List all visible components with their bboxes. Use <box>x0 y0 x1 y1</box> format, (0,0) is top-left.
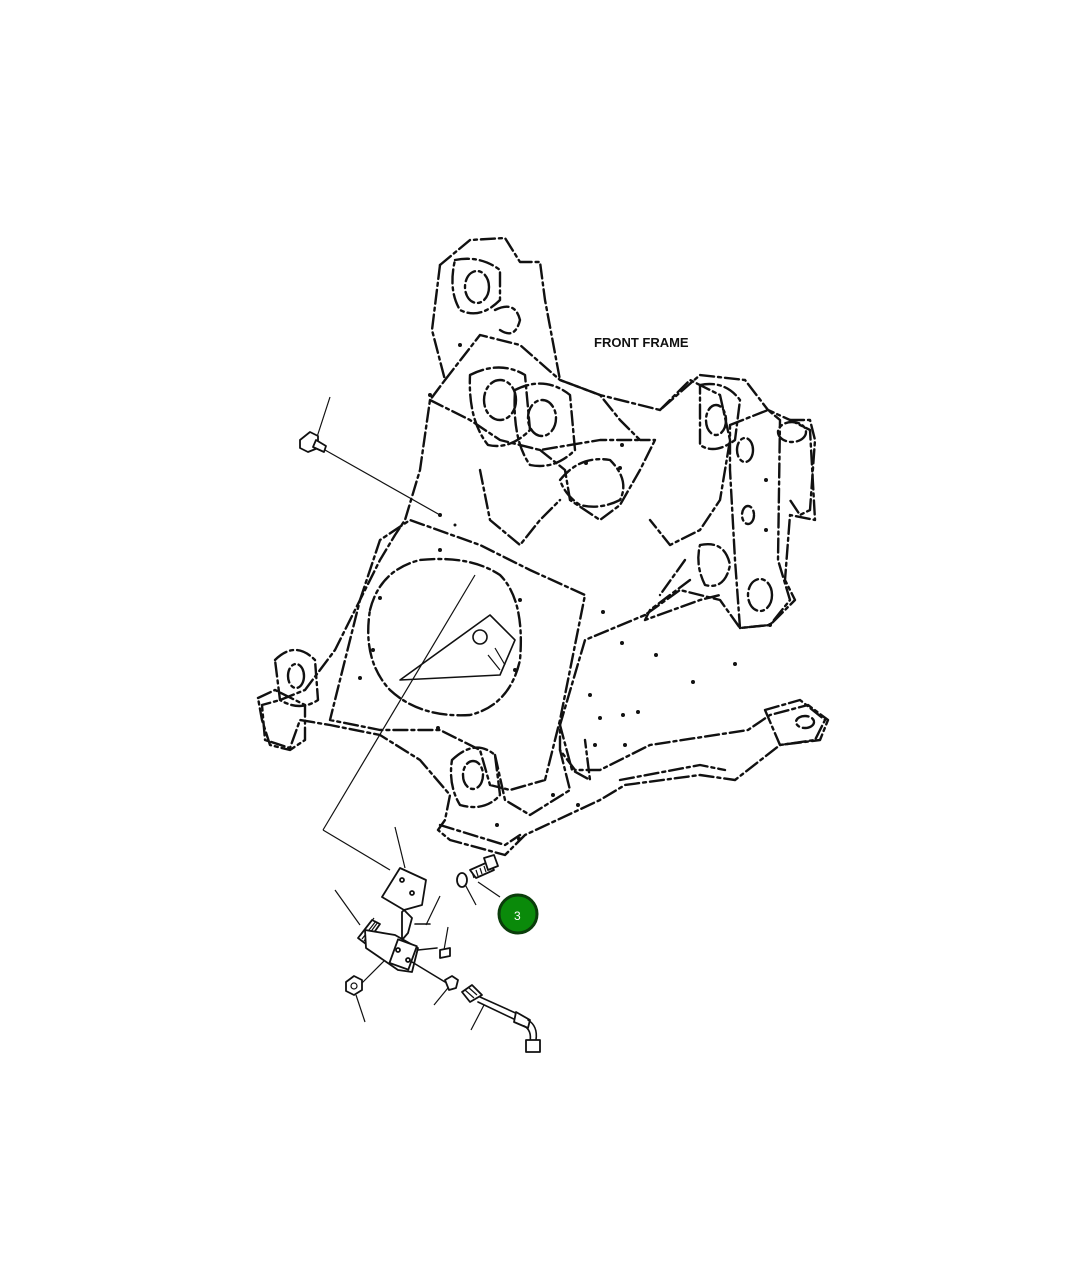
callout-3[interactable]: 3 <box>497 893 539 935</box>
callout-3-circle[interactable] <box>497 893 539 935</box>
hose-assembly <box>461 984 541 1053</box>
solenoid-valve <box>357 917 438 973</box>
fitting <box>411 961 459 991</box>
mounting-bracket <box>381 867 431 941</box>
hex-nut <box>345 975 363 996</box>
callout-3-label[interactable]: 3 <box>514 909 521 923</box>
bolt-part-3 <box>469 854 499 879</box>
front-frame-label: FRONT FRAME <box>594 335 689 350</box>
washer-nut <box>456 872 468 888</box>
small-bolt <box>439 947 451 959</box>
frame-bolt-dots <box>358 343 772 841</box>
front-frame <box>256 236 830 857</box>
upper-bolt <box>299 396 457 527</box>
